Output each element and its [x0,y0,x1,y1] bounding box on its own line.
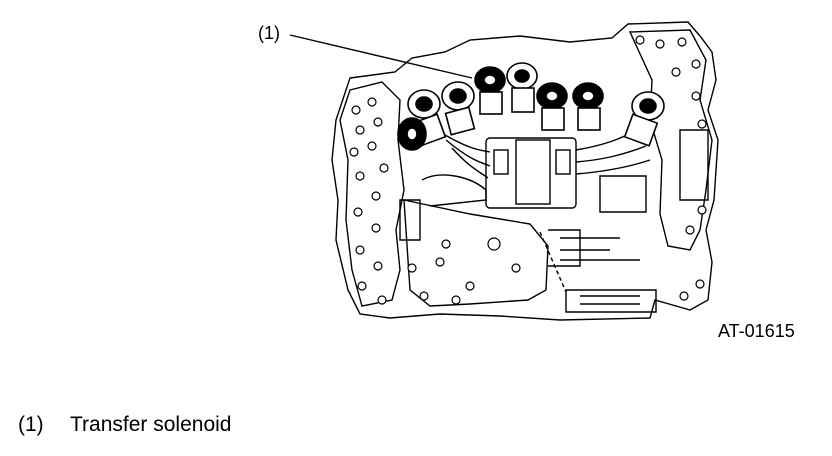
solenoid-8 [397,117,427,151]
solenoid-2 [441,81,476,136]
figure-code: AT-01615 [718,321,795,341]
solenoid-6 [572,82,604,131]
solenoid-5 [536,82,568,131]
legend-number: (1) [18,413,44,436]
transfer-solenoid [474,66,506,115]
lower-body [403,199,549,307]
legend-text: Transfer solenoid [70,413,232,436]
left-plate [339,81,405,307]
wiring-harness [439,127,651,179]
connector-block [485,137,577,209]
solenoid-7 [623,91,665,147]
solenoid-4 [506,62,538,113]
legend-item: (1) Transfer solenoid [18,412,231,438]
callout-label: (1) [258,23,280,43]
valve-body-outline [331,21,719,321]
callout-leader [289,34,473,79]
